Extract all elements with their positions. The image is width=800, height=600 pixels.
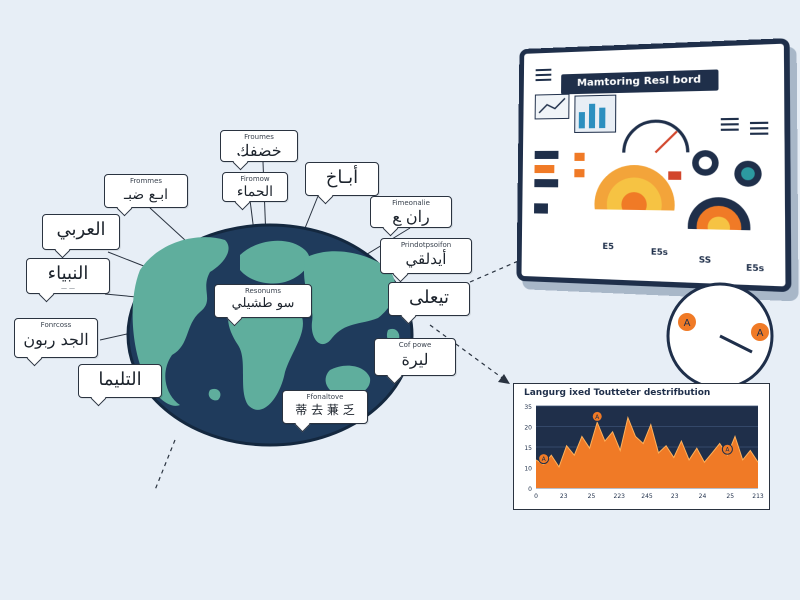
speech-bubble-8: Fonrcoss الجد ربون — [14, 318, 98, 358]
bar-panel — [575, 95, 616, 132]
warning-icon-left-glyph: A — [684, 318, 691, 329]
analog-gauge-needle — [719, 334, 753, 354]
x-tick-label: 245 — [641, 493, 653, 500]
peak-marker-label: A — [542, 456, 547, 463]
speech-bubble-12: تيعلى — [388, 282, 470, 316]
area-outline — [535, 416, 759, 469]
continent-asia — [303, 251, 396, 345]
x-tick-label: 24 — [699, 493, 707, 500]
monitoring-dashboard: Mamtoring Resl bord — [516, 38, 792, 293]
bubble-caption: Ffonaltove — [306, 393, 344, 401]
bubble-text: أيدلقي — [405, 250, 447, 268]
list-row-2 — [534, 165, 555, 174]
speech-bubble-4: أبـاخ — [305, 162, 379, 196]
bubble-caption: Resonums — [244, 287, 282, 295]
bubble-text: تيعلى — [408, 287, 450, 308]
bubble-text: خضفك — [236, 141, 282, 160]
peak-marker — [591, 410, 603, 422]
peak-marker-label: A — [725, 447, 730, 454]
speech-bubble-2: Frommes ابـع ضبـ — [104, 174, 188, 208]
island-2 — [208, 388, 221, 401]
bubble-caption: Frommes — [129, 177, 163, 185]
list-row-1 — [534, 150, 559, 159]
bubble-caption: Froumes — [244, 133, 274, 141]
speech-bubble-10: Resonums ﺳﻮ ﻃﺸﻴﻠﻲ — [214, 284, 312, 318]
list-row-3 — [534, 179, 559, 188]
bubble-text: أبـاخ — [325, 167, 359, 188]
bubble-text: ﺭﺍﻥ ﻊ — [392, 207, 430, 226]
x-tick-label: 0 — [534, 493, 538, 500]
x-tick-label: 25 — [588, 493, 596, 500]
x-tick-label: 223 — [614, 493, 626, 500]
bubble-text: ابـع ضبـ — [123, 187, 168, 203]
big-gauge-mask — [590, 209, 682, 254]
y-tick-label: 35 — [524, 404, 532, 411]
y-tick-label: 0 — [528, 486, 532, 493]
bubble-caption: Fimeonalie — [392, 199, 430, 207]
speech-bubble-3: Firomow الحماء — [222, 172, 288, 202]
bubble-caption: Prindotpsoifon — [400, 241, 452, 249]
bubble-text: النبياء — [47, 263, 89, 284]
bubble-subtext: — — — [61, 285, 75, 292]
bubble-caption: Cof powe — [398, 341, 432, 349]
area-series — [536, 417, 758, 488]
bubble-text: العربي — [56, 219, 106, 240]
dash-small-box — [534, 203, 548, 214]
continent-oceania — [325, 365, 371, 397]
bubble-text: ليرة — [401, 350, 429, 369]
speech-bubble-13: Cof powe ليرة — [374, 338, 456, 376]
globe-rim — [126, 223, 414, 447]
warning-icon-right-glyph: A — [757, 328, 764, 339]
x-tick-label: 23 — [560, 493, 568, 500]
dashed-arrow-head-2 — [498, 374, 510, 384]
peak-marker-label: A — [595, 414, 600, 421]
speech-bubble-11: Prindotpsoifon أيدلقي — [380, 238, 472, 274]
warning-icon-left — [678, 313, 696, 331]
language-distribution-chart: Langurg ixed Toutteter destrifbution 35 2… — [513, 383, 770, 510]
x-tick-label: 23 — [671, 493, 679, 500]
warning-icon-right — [751, 323, 769, 341]
speech-bubble-6: العربي — [42, 214, 120, 250]
chart-title: Langurg ixed Toutteter destrifbution — [524, 388, 711, 398]
y-tick-label: 20 — [524, 425, 532, 432]
speech-bubble-1: Froumes خضفك — [220, 130, 298, 162]
peak-marker — [538, 453, 550, 465]
dashboard-graphics — [521, 44, 762, 264]
bubble-text: 蒂 去 蒹 乏 — [295, 403, 355, 417]
gauge-2-mask — [683, 228, 758, 264]
x-tick-label: 213 — [752, 493, 764, 500]
chart-plot: 35 20 15 10 0 A A A 0 23 25 223 245 23 24 25 213 — [524, 404, 764, 500]
mini-chart-panel — [535, 94, 569, 119]
speech-bubble-5: Fimeonalie ﺭﺍﻥ ﻊ — [370, 196, 452, 228]
bubble-text: الحماء — [236, 184, 274, 200]
peak-marker — [721, 443, 733, 455]
x-tick-label: 25 — [726, 493, 734, 500]
continent-europe — [240, 240, 310, 284]
bubble-text: الجد ربون — [23, 330, 89, 349]
speech-bubble-14: Ffonaltove 蒂 去 蒹 乏 — [282, 390, 368, 424]
bubble-text: التليما — [98, 369, 142, 390]
big-gauge-mid — [606, 177, 662, 233]
y-tick-label: 15 — [524, 445, 532, 452]
bubble-text: ﺳﻮ ﻃﺸﻴﻠﻲ — [231, 296, 295, 311]
bubble-caption: Firomow — [240, 175, 270, 183]
speech-bubble-7: النبياء — — — [26, 258, 110, 294]
speech-bubble-9: التليما — [78, 364, 162, 398]
y-tick-label: 10 — [524, 466, 532, 473]
continent-africa — [228, 295, 303, 410]
bubble-caption: Fonrcoss — [40, 321, 72, 329]
